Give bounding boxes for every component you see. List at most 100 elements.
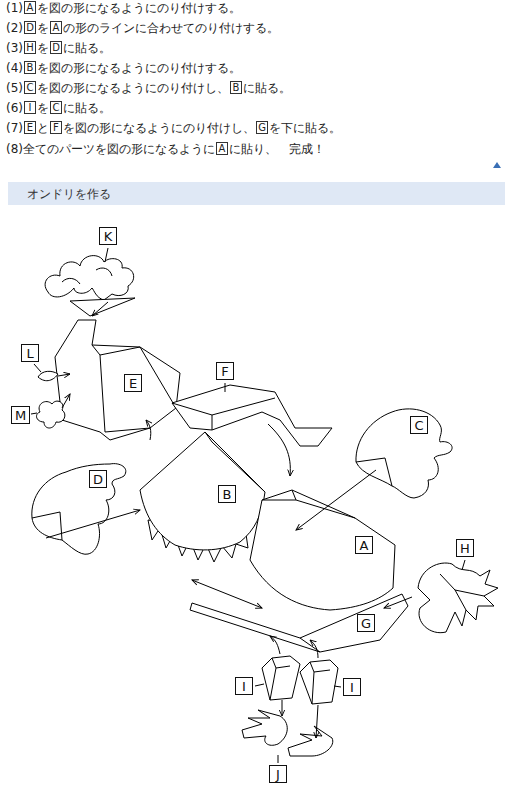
drawing-stroke xyxy=(92,302,108,316)
part-label-box: I xyxy=(343,678,361,696)
part-letter: G xyxy=(361,617,371,630)
part-letter: I xyxy=(350,681,354,694)
instruction-line: (3)HをDに貼る。 xyxy=(6,40,111,57)
part-letter-box: D xyxy=(24,21,36,34)
drawing-stroke xyxy=(45,256,134,300)
drawing-stroke xyxy=(205,432,265,492)
part-letter-box: A xyxy=(216,142,228,155)
drawing-stroke xyxy=(92,345,176,432)
drawing-stroke xyxy=(462,560,465,570)
part-letter-box: H xyxy=(24,41,36,54)
drawing-stroke xyxy=(270,636,280,654)
instruction-text: に貼る。 xyxy=(243,81,291,95)
part-label-box: B xyxy=(218,485,236,503)
drawing-stroke xyxy=(37,401,65,428)
part-label-box: L xyxy=(21,344,39,362)
part-letter-box: B xyxy=(24,61,36,74)
drawing-stroke xyxy=(55,320,180,440)
drawing-stroke xyxy=(190,594,408,652)
drawing-stroke xyxy=(62,268,112,284)
part-letter: F xyxy=(221,365,228,378)
drawing-stroke xyxy=(34,364,41,372)
instruction-line: (4)Bを図の形になるようにのり付けする。 xyxy=(6,60,241,77)
part-letter: I xyxy=(242,680,246,693)
drawing-stroke xyxy=(262,656,300,700)
part-label-box: I xyxy=(235,677,253,695)
instruction-line: (7)EとFを図の形になるようにのり付けし、Gを下に貼る。 xyxy=(6,120,341,137)
section-title: オンドリを作る xyxy=(8,188,111,200)
drawing-stroke xyxy=(172,398,275,430)
part-letter: H xyxy=(460,542,470,555)
drawing-stroke xyxy=(140,432,265,550)
part-letter: B xyxy=(223,488,232,501)
instruction-text: (6) xyxy=(6,101,23,115)
part-label-box: E xyxy=(124,374,142,392)
drawing-stroke xyxy=(32,512,62,540)
drawing-stroke xyxy=(282,700,283,716)
drawing-stroke xyxy=(146,420,151,440)
drawing-stroke xyxy=(334,686,341,687)
drawing-stroke xyxy=(192,580,262,608)
part-letter-box: E xyxy=(24,121,36,134)
drawing-stroke xyxy=(418,563,498,633)
part-label-box: D xyxy=(89,470,107,488)
parts xyxy=(32,256,498,756)
drawing-stroke xyxy=(62,394,70,408)
scroll-up-triangle xyxy=(493,162,501,168)
part-label-box: F xyxy=(216,362,234,380)
part-letter-box: D xyxy=(50,41,62,54)
part-label-box: H xyxy=(456,539,474,557)
drawing-stroke xyxy=(38,371,58,380)
drawing-stroke xyxy=(58,374,70,376)
instruction-line: (5)Cを図の形になるようにのり付けし、Bに貼る。 xyxy=(6,80,291,97)
part-label-box: J xyxy=(269,765,287,783)
instruction-text: (2) xyxy=(6,21,23,35)
drawing-stroke xyxy=(316,705,318,738)
assembly-arrows xyxy=(46,302,412,738)
drawing-stroke xyxy=(225,383,226,392)
instruction-text: の形のラインに合わせてのり付けする。 xyxy=(63,21,279,35)
instruction-line: (2)DをAの形のラインに合わせてのり付けする。 xyxy=(6,20,279,37)
drawing-stroke xyxy=(268,424,290,476)
instruction-text: を xyxy=(37,41,49,55)
drawing-stroke xyxy=(46,510,140,538)
part-label-box: M xyxy=(11,406,30,424)
part-letter: M xyxy=(15,409,26,422)
drawing-stroke xyxy=(440,574,484,610)
instruction-text: を xyxy=(37,21,49,35)
drawing-stroke xyxy=(300,660,338,704)
drawing-stroke xyxy=(250,490,395,610)
drawing-stroke xyxy=(356,409,452,498)
instruction-text: (3) xyxy=(6,41,23,55)
instruction-text: を xyxy=(37,101,49,115)
part-letter: C xyxy=(414,419,423,432)
part-letter-box: A xyxy=(24,1,36,14)
part-letter-box: C xyxy=(50,101,62,114)
drawing-stroke xyxy=(242,710,287,745)
instruction-text: (5) xyxy=(6,81,23,95)
instruction-text: を図の形になるようにのり付けし、 xyxy=(63,121,255,135)
instruction-text: を下に貼る。 xyxy=(269,121,341,135)
part-letter: A xyxy=(360,539,369,552)
drawing-stroke xyxy=(296,470,376,530)
instruction-line: (8)全てのパーツを図の形になるようにAに貼り、 完成！ xyxy=(6,141,325,158)
drawing-stroke xyxy=(262,490,355,518)
drawing-stroke xyxy=(288,726,333,756)
instruction-text: (8)全てのパーツを図の形になるように xyxy=(6,142,215,156)
instruction-text: を図の形になるようにのり付けし、 xyxy=(37,81,229,95)
part-label-box: G xyxy=(357,614,375,632)
drawing-stroke xyxy=(255,684,264,686)
instruction-line: (1)Aを図の形になるようにのり付けする。 xyxy=(6,0,241,17)
part-letter-box: G xyxy=(256,121,268,134)
drawing-stroke xyxy=(105,248,108,262)
drawing-stroke xyxy=(270,658,290,700)
drawing-stroke xyxy=(172,385,332,446)
drawing-stroke xyxy=(384,597,412,608)
instruction-text: に貼る。 xyxy=(63,101,111,115)
instruction-line: (6)IをCに貼る。 xyxy=(6,100,111,117)
instruction-text: に貼り、 完成！ xyxy=(229,142,325,156)
part-letter: K xyxy=(104,230,113,243)
